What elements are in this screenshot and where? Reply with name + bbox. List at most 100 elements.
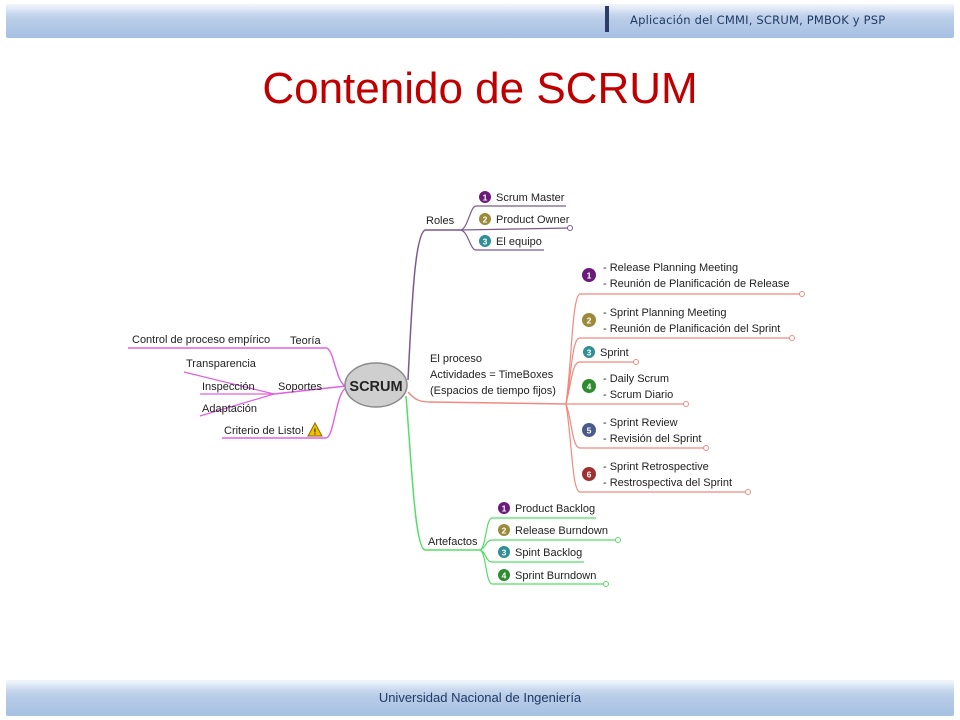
badge-1-icon — [498, 502, 510, 514]
badge-2-icon — [498, 524, 510, 536]
roles-label: Roles — [426, 215, 455, 227]
artefactos-item: 4 Sprint Burndown — [498, 569, 596, 582]
badge-5-icon — [582, 423, 596, 437]
badge-1-icon — [582, 268, 596, 282]
proceso-label-line: Actividades = TimeBoxes — [430, 369, 554, 381]
svg-text:- Scrum Diario: - Scrum Diario — [603, 389, 673, 401]
svg-text:3: 3 — [502, 548, 507, 558]
proceso-item: 5 - Sprint Review - Revisión del Sprint — [582, 417, 701, 445]
soportes-item: Transparencia — [186, 358, 257, 370]
proceso-end-dot-4 — [683, 401, 689, 407]
badge-4-icon — [498, 569, 510, 581]
svg-text:!: ! — [314, 428, 317, 437]
artefactos-line-1 — [479, 517, 596, 551]
artefactos-item: 1 Product Backlog — [498, 502, 595, 515]
root-label: SCRUM — [349, 379, 402, 395]
badge-3-icon — [498, 546, 510, 558]
roles-branch — [407, 229, 460, 381]
badge-2-icon — [582, 313, 596, 327]
soportes-line-3 — [199, 385, 347, 417]
svg-text:- Release Planning Meeting: - Release Planning Meeting — [603, 262, 738, 274]
proceso-end-dot-6 — [745, 489, 751, 495]
artefactos-label: Artefactos — [428, 536, 478, 548]
proceso-line-2 — [565, 337, 790, 405]
footer-band — [6, 680, 954, 716]
svg-text:- Sprint Review: - Sprint Review — [603, 417, 678, 429]
roles-line-2 — [459, 227, 571, 231]
footer-university: Universidad Nacional de Ingeniería — [378, 690, 582, 705]
svg-text:2: 2 — [502, 526, 507, 536]
artefactos-end-dot-2 — [615, 537, 621, 543]
svg-text:- Revisión del Sprint: - Revisión del Sprint — [603, 433, 701, 445]
svg-text:Product Owner: Product Owner — [496, 214, 570, 226]
teoria-child: Control de proceso empírico — [132, 334, 270, 346]
svg-text:5: 5 — [587, 426, 592, 436]
artefactos-item: 3 Spint Backlog — [498, 546, 582, 559]
header-band — [6, 4, 954, 38]
teoria-label: Teoría — [290, 335, 321, 347]
proceso-item: 4 - Daily Scrum - Scrum Diario — [582, 373, 673, 401]
artefactos-branch — [405, 395, 480, 551]
svg-text:- Restrospectiva del Sprint: - Restrospectiva del Sprint — [603, 477, 732, 489]
proceso-item: 2 - Sprint Planning Meeting - Reunión de… — [582, 307, 780, 335]
warning-icon: ! — [307, 421, 323, 437]
roles-item: 2 Product Owner — [479, 213, 570, 226]
badge-2-icon — [479, 213, 491, 225]
proceso-line-6 — [565, 403, 746, 493]
artefactos-item: 2 Release Burndown — [498, 524, 608, 537]
svg-text:Sprint: Sprint — [600, 347, 629, 359]
root-node — [344, 362, 408, 408]
proceso-item: 1 - Release Planning Meeting - Reunión d… — [582, 262, 790, 290]
svg-text:4: 4 — [587, 382, 592, 392]
proceso-end-dot-1 — [799, 291, 805, 297]
svg-text:Release Burndown: Release Burndown — [515, 525, 608, 537]
artefactos-line-2 — [479, 539, 616, 551]
svg-text:Sprint Burndown: Sprint Burndown — [515, 570, 596, 582]
svg-text:1: 1 — [483, 193, 488, 203]
proceso-item: 3 Sprint — [583, 346, 629, 359]
artefactos-line-4 — [479, 549, 604, 585]
proceso-line-3 — [565, 361, 634, 405]
proceso-label-line: (Espacios de tiempo fijos) — [430, 385, 556, 397]
roles-line-1 — [459, 205, 566, 231]
svg-text:- Sprint Retrospective: - Sprint Retrospective — [603, 461, 709, 473]
roles-item: 1 Scrum Master — [479, 191, 565, 204]
svg-text:El equipo: El equipo — [496, 236, 542, 248]
roles-line-3 — [459, 229, 544, 251]
teoria-branch — [128, 347, 347, 387]
proceso-label-line: El proceso — [430, 353, 482, 365]
artefactos-end-dot-4 — [603, 581, 609, 587]
svg-text:1: 1 — [587, 271, 592, 281]
roles-item: 3 El equipo — [479, 235, 542, 248]
badge-6-icon — [582, 467, 596, 481]
svg-text:3: 3 — [483, 237, 488, 247]
svg-text:2: 2 — [587, 316, 592, 326]
svg-text:- Daily Scrum: - Daily Scrum — [603, 373, 669, 385]
badge-3-icon — [583, 346, 595, 358]
svg-text:- Reunión de Planificación del: - Reunión de Planificación del Sprint — [603, 323, 780, 335]
proceso-branch — [407, 391, 567, 405]
proceso-item: 6 - Sprint Retrospective - Restrospectiv… — [582, 461, 732, 489]
proceso-line-1 — [565, 293, 800, 405]
svg-text:2: 2 — [483, 215, 488, 225]
criterio-label: Criterio de Listo! — [224, 425, 304, 437]
soportes-item: Inspección — [202, 381, 255, 393]
badge-3-icon — [479, 235, 491, 247]
svg-text:- Sprint Planning Meeting: - Sprint Planning Meeting — [603, 307, 727, 319]
badge-1-icon — [479, 191, 491, 203]
badge-4-icon — [582, 379, 596, 393]
proceso-line-5 — [565, 403, 704, 449]
svg-text:1: 1 — [502, 504, 507, 514]
criterio-branch — [222, 387, 347, 439]
proceso-end-dot-2 — [789, 335, 795, 341]
svg-text:- Reunión de Planificación de: - Reunión de Planificación de Release — [603, 278, 790, 290]
svg-text:Product Backlog: Product Backlog — [515, 503, 595, 515]
roles-end-dot — [567, 225, 573, 231]
proceso-end-dot-3 — [633, 359, 639, 365]
slide-title: Contenido de SCRUM — [262, 64, 698, 113]
header-divider — [605, 6, 609, 32]
svg-text:3: 3 — [587, 348, 592, 358]
svg-text:Scrum Master: Scrum Master — [496, 192, 565, 204]
svg-text:4: 4 — [502, 571, 507, 581]
